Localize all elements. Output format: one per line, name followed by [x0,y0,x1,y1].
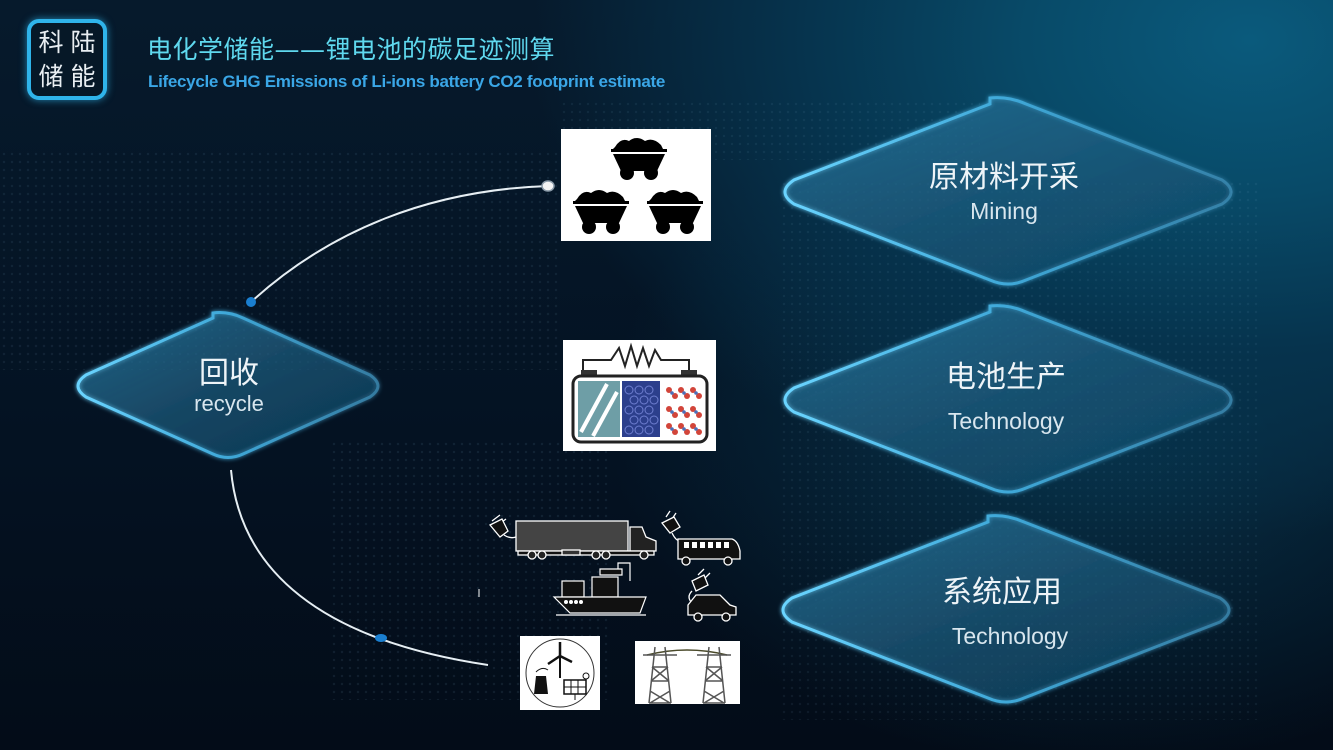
stage-mining-label: 原材料开采 Mining [929,160,1079,226]
stage-label-en: Mining [970,198,1038,224]
logo-char: 科 [38,27,64,57]
stage-label-en: Technology [947,408,1065,434]
stage-production-label: 电池生产 Technology [946,360,1066,436]
renewable-energy-icon [520,636,600,710]
logo-char: 储 [38,62,64,92]
diamond-production [783,304,1233,494]
logo: 科 陆 储 能 [27,19,107,100]
electric-vehicles-icon-group [478,510,741,622]
stage-label-en: Technology [951,623,1069,649]
node-dot [541,180,555,192]
battery-cell-icon [563,340,716,451]
diamond-mining [783,96,1233,286]
stage-recycle-label: 回收 recycle [194,356,264,416]
page-title: 电化学储能——锂电池的碳足迹测算 [147,35,556,64]
diamond-recycle [76,311,380,459]
stage-label-cn: 原材料开采 [929,160,1079,195]
node-dot [375,634,387,642]
electric-truck-icon [488,514,657,560]
connector-line [230,469,489,666]
power-tower-icon [635,641,740,704]
connector-line [250,185,549,303]
stage-application-label: 系统应用 Technology [936,575,1068,651]
cargo-ship-icon [552,562,647,616]
stage-label-cn: 电池生产 [946,360,1066,395]
node-dot [246,297,256,307]
logo-char: 能 [70,62,96,92]
logo-char: 陆 [70,27,96,57]
page-subtitle: Lifecycle GHG Emissions of Li-ions batte… [148,72,666,91]
stage-label-en: recycle [194,391,264,416]
stage-label-cn: 系统应用 [941,575,1062,610]
electric-bus-icon [660,510,741,566]
stage-label-cn: 回收 [199,356,259,391]
diamond-application [781,514,1231,704]
electric-car-icon [687,568,737,622]
coal-carts-icon [561,129,711,241]
